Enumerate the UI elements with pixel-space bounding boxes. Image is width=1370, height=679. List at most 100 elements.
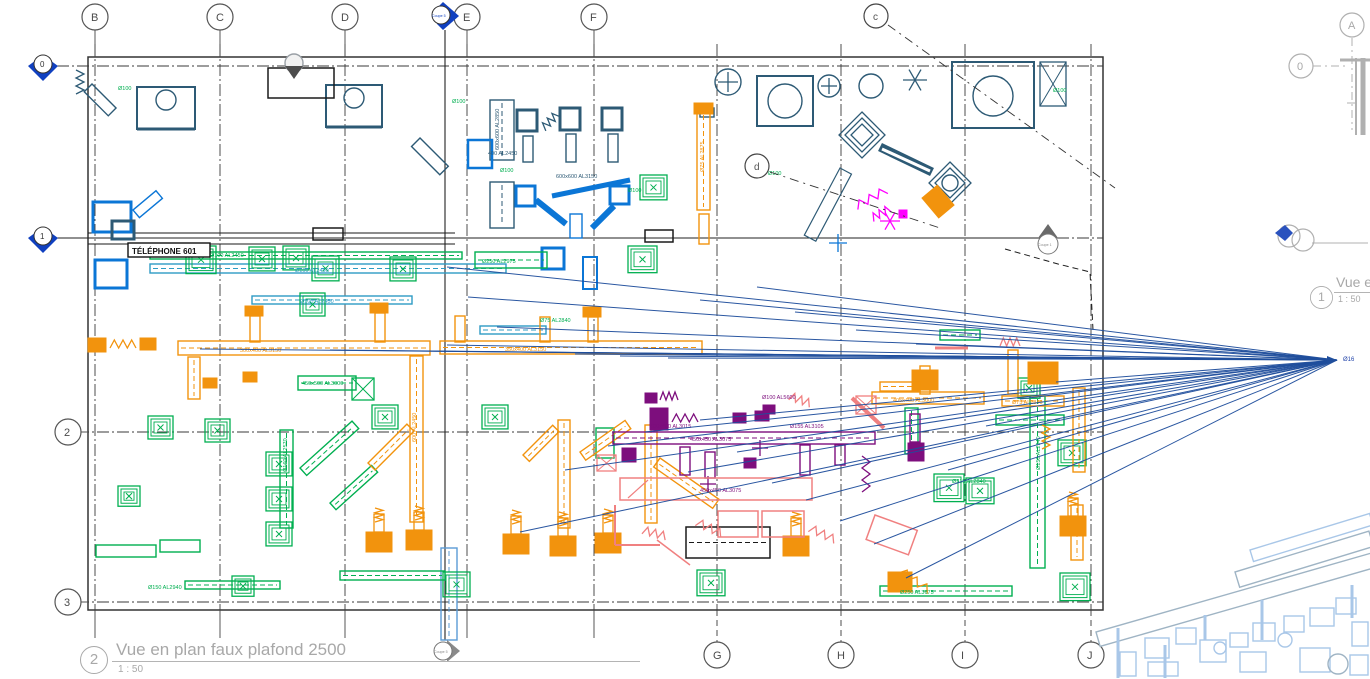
drawing-geometry [1327,653,1349,675]
drawing-geometry [302,295,323,314]
leader-apex [1327,356,1337,364]
grid-bubble-0[interactable] [1288,53,1314,79]
grid-bubble-0[interactable] [33,54,53,74]
viewport-2-title[interactable]: Vue en plan faux plafond 2500 [116,640,347,659]
grid-bubble-B[interactable] [81,3,109,31]
drawing-geometry [865,514,919,556]
drawing-geometry [971,483,989,499]
callout-line-c [887,24,1116,189]
crop-boundary [87,56,1104,611]
drawing-geometry [267,67,335,99]
drawing-geometry [210,424,225,437]
viewport-1-title[interactable]: Vue e [1336,274,1370,290]
leader-line [915,343,1338,361]
drawing-geometry [621,447,637,463]
grid-bubble-D[interactable] [331,3,359,31]
drawing-geometry [317,261,334,276]
drawing-geometry [838,111,886,159]
drawing-geometry [309,301,316,308]
drawing-geometry [271,527,287,541]
drawing-geometry [197,256,205,264]
drawing-geometry [184,580,281,590]
view-3d-fragment[interactable] [1095,512,1370,678]
drawing-geometry [945,484,953,492]
drawing-geometry [860,455,872,493]
drawing-geometry [522,424,561,463]
grid-bubble-label: F [590,12,597,24]
grid-bubble-label: 3 [64,597,70,609]
drawing-geometry [282,245,310,271]
drawing-geometry [305,426,354,471]
duct-size-label: 450x500 AL3000 [302,381,343,387]
drawing-geometry [150,418,171,437]
grid-bubble-3[interactable] [54,588,82,616]
drawing-geometry [582,256,598,290]
grid-bubble-J[interactable] [1077,641,1105,669]
leader-line [699,299,1338,361]
drawing-geometry [410,137,450,176]
duct-size-label: 350x400 AL3150 [505,347,546,353]
drawing-geometry [474,251,548,269]
duct-size-label: Ø250 AL3675 [900,590,934,596]
grid-bubble-label: C [216,12,224,24]
drawing-geometry [454,315,466,343]
duct-size-label: 300x400 AL3150 [240,348,281,354]
callout-bubble-c[interactable] [863,3,889,29]
drawing-geometry [448,577,465,592]
duct-size-label: 450x450 AL3075 [700,488,741,494]
grid-bubble-2[interactable] [54,418,82,446]
drawing-geometry [596,454,617,472]
drawing-geometry [702,575,720,591]
elevation-marker[interactable] [1291,228,1315,252]
duct-size-label: Ø150 AL2940 [1036,436,1042,470]
viewport-1-number[interactable]: 1 [1310,286,1333,309]
drawing-geometry [693,102,714,115]
callout-bubble-d[interactable] [744,153,770,179]
grid-bubble-1[interactable] [33,226,53,246]
drawing-geometry [479,325,547,335]
grid-bubble-label: E [463,12,470,24]
viewport-1-scale: 1 : 50 [1338,294,1361,304]
drawing-geometry [644,392,658,404]
drawing-geometry [271,457,287,471]
drawing-geometry [373,429,409,465]
drawing-geometry [881,147,931,173]
drawing-geometry [939,479,959,497]
grid-bubble-C[interactable] [206,3,234,31]
drawing-geometry [265,451,293,477]
drawing-geometry [743,457,757,469]
drawing-geometry [275,460,283,468]
elevation-marker[interactable] [1277,224,1301,248]
drawing-geometry [850,396,886,430]
drawing-geometry [502,533,530,555]
section-head-circle[interactable] [431,5,451,25]
drawing-geometry [484,407,506,427]
drawing-geometry [685,526,771,559]
section-head-circle[interactable] [433,641,453,661]
grid-bubble-G[interactable] [703,641,731,669]
drawing-geometry [976,487,984,495]
drawing-geometry [619,477,813,501]
section-head-circle[interactable] [1037,233,1059,255]
drawing-geometry [74,69,86,95]
drawing-geometry [671,412,699,424]
grid-bubble-H[interactable] [827,641,855,669]
drawing-geometry [265,486,293,512]
drawing-geometry [1039,61,1067,107]
grid-bubble-label: H [837,650,845,662]
section-head-right[interactable] [1038,224,1058,238]
grid-bubble-I[interactable] [951,641,979,669]
drawing-geometry [585,425,626,455]
drawing-geometry [1095,550,1370,648]
drawing-geometry [807,525,835,544]
drawing-geometry [268,489,290,509]
viewport-2-number[interactable]: 2 [80,646,108,674]
grid-bubble-A[interactable] [1339,12,1365,38]
duct-size-label: Ø100 AL2450 [210,253,244,259]
drawing-geometry [649,407,669,431]
grid-bubble-F[interactable] [580,3,608,31]
duct-size-label: Ø75 AL2840 [540,318,571,324]
